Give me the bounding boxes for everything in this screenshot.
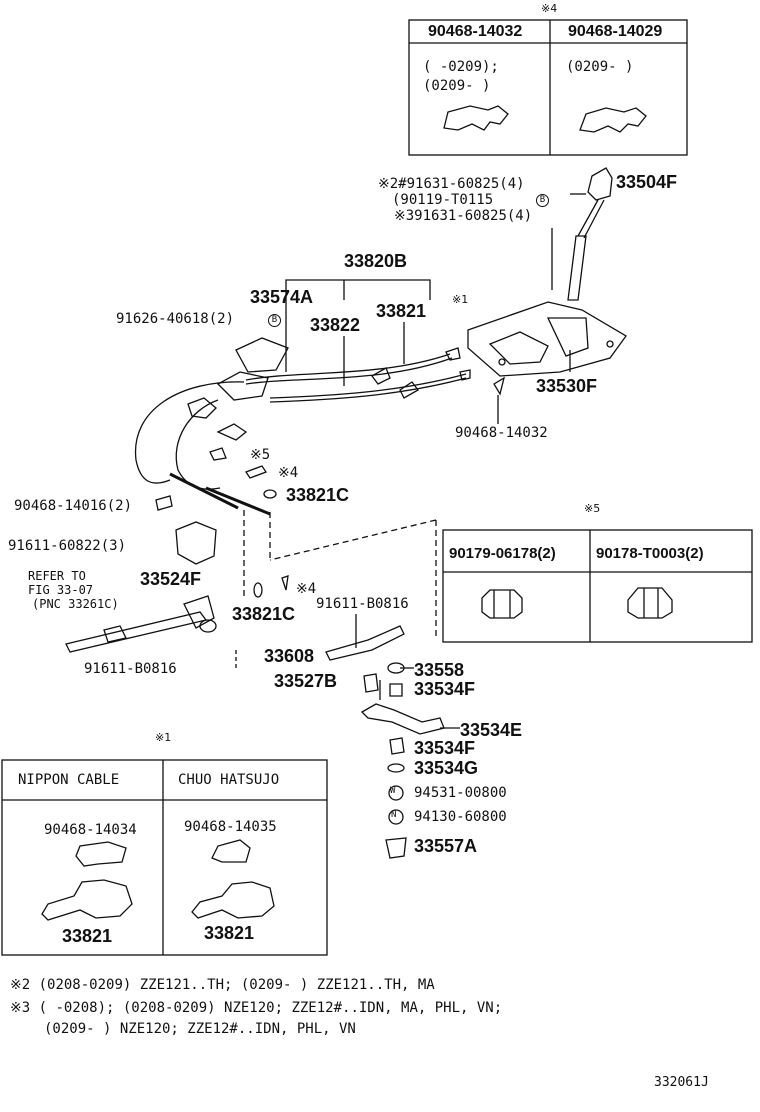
star1-col2-clip-part[interactable]: 90468-14035 (184, 819, 277, 835)
star4-col2-range: (0209- ) (566, 59, 634, 75)
clip-icon (211, 839, 251, 863)
nut-icon (627, 587, 673, 619)
shift-knob-icon (587, 167, 613, 201)
star1-col1-header: NIPPON CABLE (18, 772, 120, 788)
star1-col2-cable-part[interactable]: 33821 (204, 923, 255, 943)
callout-91611-60822[interactable]: 91611-60822(3) (8, 538, 127, 554)
callout-33504f[interactable]: 33504F (616, 172, 678, 192)
star5-col1-part-number[interactable]: 90179-06178(2) (449, 545, 556, 562)
callout-33534e[interactable]: 33534E (460, 720, 523, 740)
refer-fig-link[interactable]: FIG 33-07 (28, 583, 94, 597)
plate-icon (235, 337, 289, 373)
callout-90119-t0115[interactable]: (90119-T0115 (392, 192, 494, 208)
star1-callout-mark: ※1 (452, 293, 469, 306)
refer-to-text: REFER TO (28, 569, 86, 583)
star4-col1-part-number[interactable]: 90468-14032 (428, 23, 523, 40)
star1-col2-header: CHUO HATSUJO (178, 772, 280, 788)
shift-cables (134, 347, 471, 516)
callout-33821c-b[interactable]: 33821C (232, 604, 296, 624)
star4-col1-range-a: ( -0209); (423, 59, 499, 75)
cable-end-icon (41, 879, 133, 921)
callout-91631-60825-b[interactable]: ※391631-60825(4) (394, 208, 533, 224)
callout-94531-00800[interactable]: 94531-00800 (414, 785, 507, 801)
link-rod-icon (325, 625, 405, 661)
nut-icon (481, 589, 523, 619)
clip-icon (75, 841, 127, 867)
star5-mark: ※5 (584, 502, 601, 515)
plate-icon (216, 371, 269, 401)
star1-mark: ※1 (155, 731, 172, 744)
callout-33527b[interactable]: 33527B (274, 671, 338, 691)
star5-box (442, 529, 753, 643)
star4-callout-mark-b: ※4 (296, 581, 317, 597)
leader-lines (235, 193, 586, 729)
callout-33820b[interactable]: 33820B (344, 251, 408, 271)
circle-letter-w: W (390, 786, 396, 796)
star4-col2-part-number[interactable]: 90468-14029 (568, 23, 663, 40)
star4-box (408, 19, 688, 156)
callout-33822[interactable]: 33822 (310, 315, 361, 335)
circle-letter-n: N (391, 810, 397, 820)
star5-callout-mark: ※5 (250, 447, 271, 463)
star5-col2-part-number[interactable]: 90178-T0003(2) (596, 545, 704, 562)
bracket-parts (65, 337, 445, 859)
refer-pnc-text: (PNC 33261C) (32, 597, 119, 611)
footnote-3a: ※3 ( -0208); (0208-0209) NZE120; ZZE12#.… (10, 1000, 503, 1016)
star4-col1-range-b: (0209- ) (423, 78, 491, 94)
callout-33558[interactable]: 33558 (414, 660, 465, 680)
star1-col1-cable-part[interactable]: 33821 (62, 926, 113, 946)
figure-code: 332061J (654, 1075, 709, 1090)
callout-33557a[interactable]: 33557A (414, 836, 478, 856)
callout-33530f[interactable]: 33530F (536, 376, 598, 396)
star4-mark: ※4 (541, 2, 558, 15)
star4-callout-mark-a: ※4 (278, 465, 299, 481)
callout-33534g[interactable]: 33534G (414, 758, 479, 778)
callout-33534f-a[interactable]: 33534F (414, 679, 476, 699)
callout-33534f-b[interactable]: 33534F (414, 738, 476, 758)
circle-letter-b: B (268, 314, 281, 327)
footnote-3b: (0209- ) NZE120; ZZE12#..IDN, PHL, VN (44, 1021, 356, 1037)
callout-91631-60825-a[interactable]: ※2#91631-60825(4) (378, 176, 525, 192)
bracket-icon (175, 521, 217, 565)
clip-icon (443, 105, 509, 131)
callout-90468-14016[interactable]: 90468-14016(2) (14, 498, 133, 514)
star1-box (1, 759, 328, 956)
callout-33524f[interactable]: 33524F (140, 569, 202, 589)
shift-base-icon (467, 301, 627, 377)
callout-33574a[interactable]: 33574A (250, 287, 314, 307)
callout-91611-b0816-b[interactable]: 91611-B0816 (84, 661, 177, 677)
callout-90468-14032[interactable]: 90468-14032 (455, 425, 548, 441)
callout-33821[interactable]: 33821 (376, 301, 427, 321)
circle-letter-b: B (536, 194, 549, 207)
footnote-2: ※2 (0208-0209) ZZE121..TH; (0209- ) ZZE1… (10, 977, 435, 993)
callout-91626-40618[interactable]: 91626-40618(2) (116, 311, 235, 327)
callout-94130-60800[interactable]: 94130-60800 (414, 809, 507, 825)
star1-col1-clip-part[interactable]: 90468-14034 (44, 822, 137, 838)
shift-lever (467, 167, 627, 396)
lever-icon (360, 703, 445, 735)
callout-91611-b0816-a[interactable]: 91611-B0816 (316, 596, 409, 612)
clip-icon (579, 107, 647, 133)
cable-end-icon (191, 881, 275, 919)
callout-33608[interactable]: 33608 (264, 646, 315, 666)
callout-33821c-a[interactable]: 33821C (286, 485, 350, 505)
